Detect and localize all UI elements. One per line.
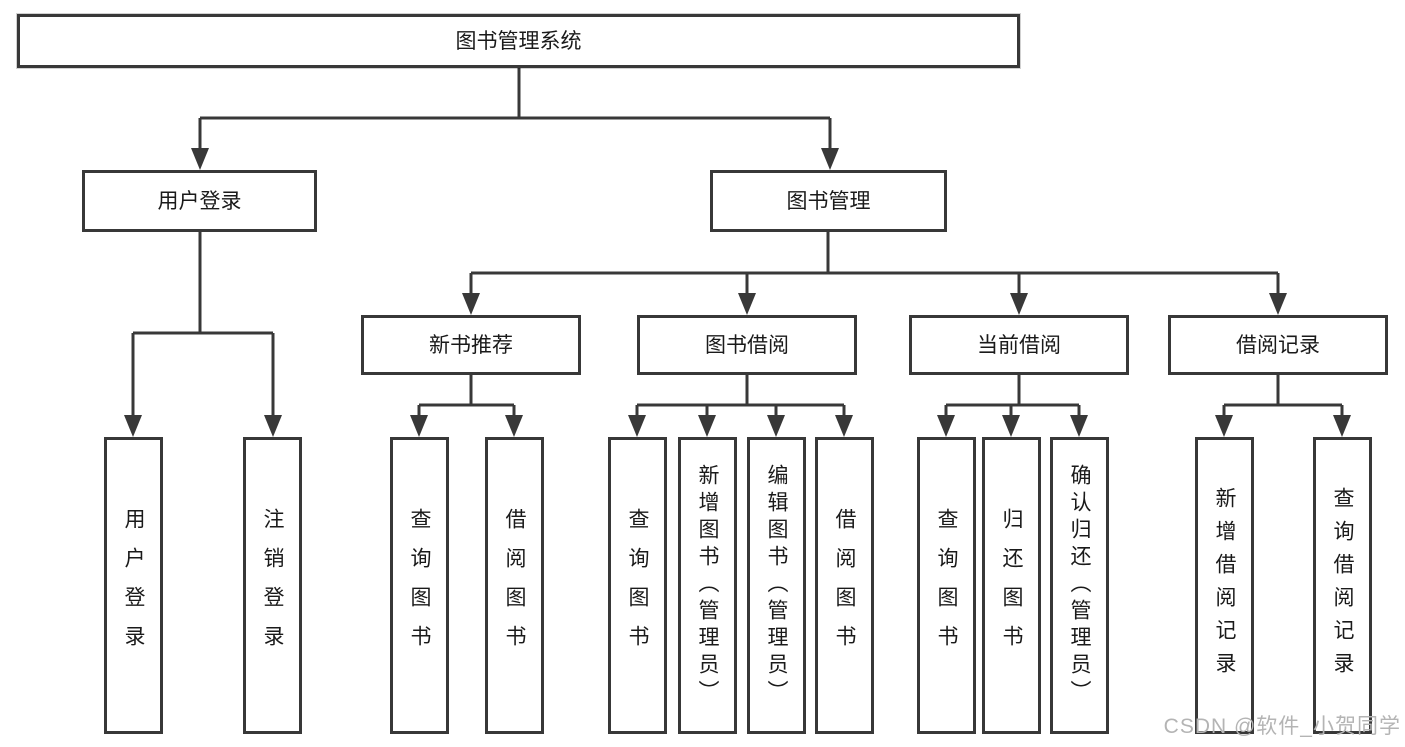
leaf-label: 查询图书	[935, 507, 958, 664]
leaf-label: 新增图书（管理员）	[696, 464, 719, 707]
node-logout: 注销登录	[243, 437, 302, 734]
node-bb-edit-book-admin: 编辑图书（管理员）	[747, 437, 806, 734]
leaf-label: 注销登录	[261, 507, 284, 664]
leaf-label: 查询图书	[408, 507, 431, 664]
arrowhead	[937, 415, 955, 437]
arrowhead	[124, 415, 142, 437]
node-borrow-record: 借阅记录	[1168, 315, 1388, 375]
arrowhead	[821, 148, 839, 170]
arrowhead	[505, 415, 523, 437]
leaf-label: 借阅图书	[503, 507, 526, 664]
leaf-label: 查询借阅记录	[1331, 486, 1354, 685]
node-user-login-leaf: 用户登录	[104, 437, 163, 734]
leaf-label: 借阅图书	[833, 507, 856, 664]
arrowhead	[628, 415, 646, 437]
node-bb-add-book-admin: 新增图书（管理员）	[678, 437, 737, 734]
arrowhead	[1269, 293, 1287, 315]
node-br-add-record: 新增借阅记录	[1195, 437, 1254, 734]
arrowhead	[264, 415, 282, 437]
arrowhead	[1333, 415, 1351, 437]
node-cb-query-book: 查询图书	[917, 437, 976, 734]
node-cb-confirm-return-admin: 确认归还（管理员）	[1050, 437, 1109, 734]
arrowhead	[738, 293, 756, 315]
node-br-query-record: 查询借阅记录	[1313, 437, 1372, 734]
node-bb-borrow-book: 借阅图书	[815, 437, 874, 734]
arrowhead	[191, 148, 209, 170]
arrowhead	[698, 415, 716, 437]
leaf-label: 新增借阅记录	[1213, 486, 1236, 685]
watermark-text: CSDN @软件_小贺同学	[1163, 715, 1401, 738]
leaf-label: 确认归还（管理员）	[1068, 464, 1091, 707]
arrowhead	[835, 415, 853, 437]
node-cb-return-book: 归还图书	[982, 437, 1041, 734]
leaf-label: 用户登录	[122, 507, 145, 664]
arrowhead	[767, 415, 785, 437]
node-user-login: 用户登录	[82, 170, 317, 232]
arrowhead	[1002, 415, 1020, 437]
node-root-title: 图书管理系统	[17, 14, 1020, 68]
node-book-management: 图书管理	[710, 170, 947, 232]
arrowhead	[1070, 415, 1088, 437]
node-nbr-query-book: 查询图书	[390, 437, 449, 734]
arrowhead	[1215, 415, 1233, 437]
leaf-label: 归还图书	[1000, 507, 1023, 664]
node-bb-query-book: 查询图书	[608, 437, 667, 734]
arrowhead	[410, 415, 428, 437]
node-current-borrow: 当前借阅	[909, 315, 1129, 375]
node-nbr-borrow-book: 借阅图书	[485, 437, 544, 734]
leaf-label: 查询图书	[626, 507, 649, 664]
arrowhead	[1010, 293, 1028, 315]
arrowhead	[462, 293, 480, 315]
leaf-label: 编辑图书（管理员）	[765, 464, 788, 707]
node-book-borrow: 图书借阅	[637, 315, 857, 375]
node-new-book-recommend: 新书推荐	[361, 315, 581, 375]
